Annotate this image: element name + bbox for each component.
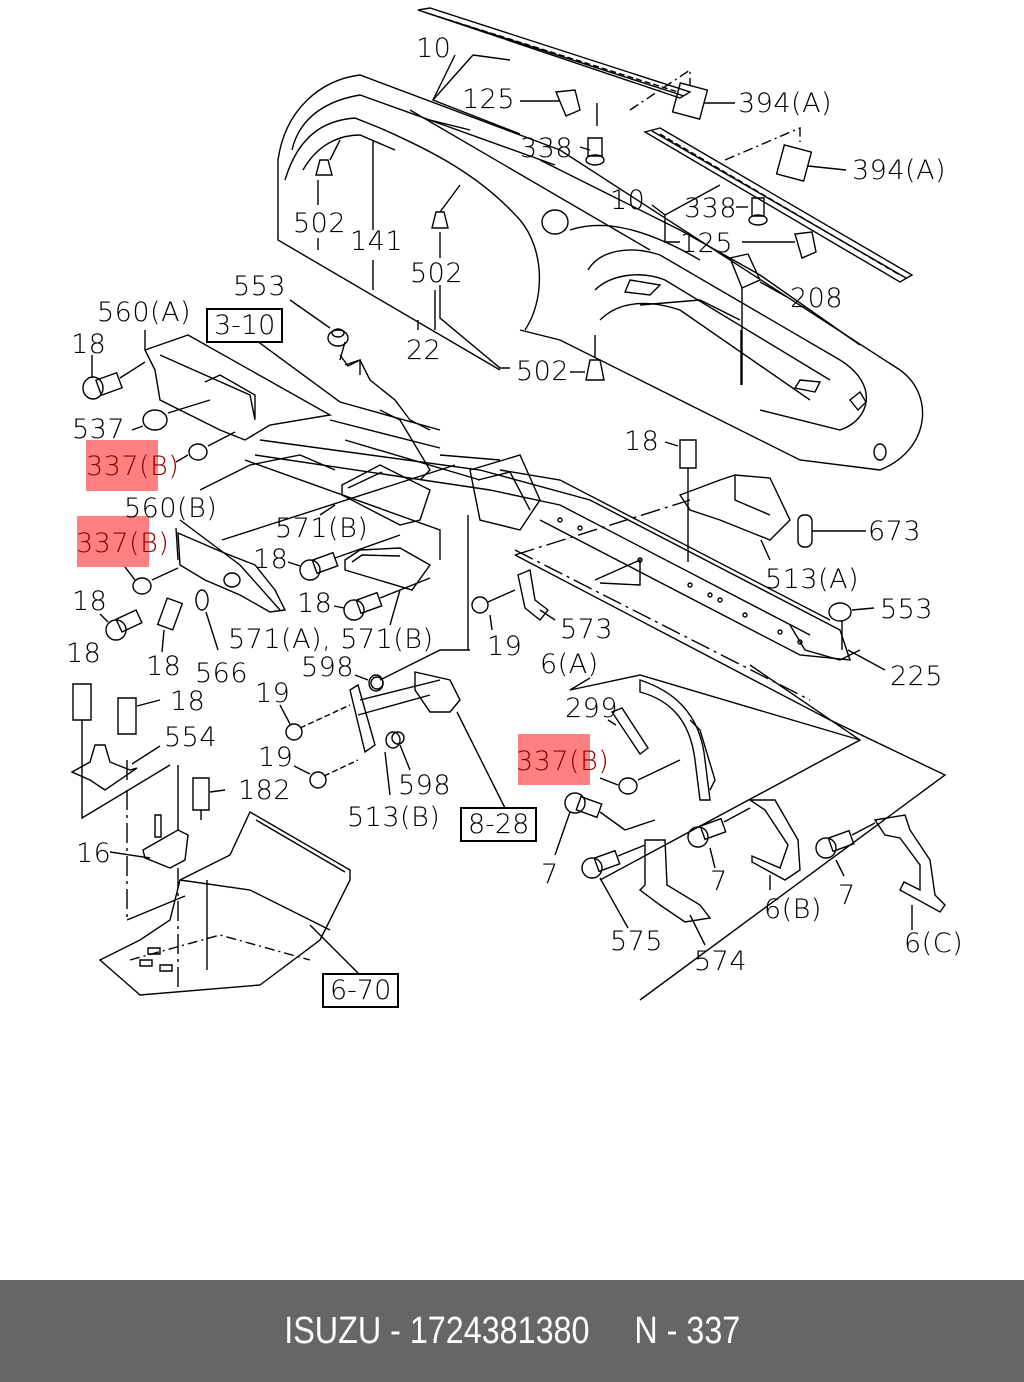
callout-19-a[interactable]: 19 bbox=[487, 631, 523, 662]
callout-18-h[interactable]: 18 bbox=[170, 686, 206, 717]
bracket-6b bbox=[750, 800, 800, 880]
callout-6c[interactable]: 6(C) bbox=[904, 928, 964, 959]
callout-502-mid[interactable]: 502 bbox=[410, 258, 464, 289]
callout-7-a[interactable]: 7 bbox=[541, 859, 559, 890]
callout-18-b[interactable]: 18 bbox=[253, 544, 289, 575]
nut-553-upper bbox=[328, 329, 348, 346]
callout-571b-upper[interactable]: 571(B) bbox=[275, 513, 369, 544]
callout-18-c[interactable]: 18 bbox=[297, 588, 333, 619]
ref-box-6-70[interactable]: 6-70 bbox=[322, 973, 400, 1008]
ref-box-8-28[interactable]: 8-28 bbox=[460, 807, 538, 842]
bracket-554 bbox=[72, 745, 137, 790]
callout-299[interactable]: 299 bbox=[565, 693, 619, 724]
highlight-337b-1 bbox=[86, 440, 158, 491]
callout-502-right[interactable]: 502 bbox=[516, 356, 570, 387]
bracket-560a bbox=[145, 330, 330, 440]
clip-394a-upper bbox=[673, 83, 735, 119]
callout-18-f[interactable]: 18 bbox=[624, 426, 660, 457]
bracket-16 bbox=[143, 815, 188, 868]
callout-19-c[interactable]: 19 bbox=[258, 742, 294, 773]
callout-182[interactable]: 182 bbox=[238, 775, 292, 806]
callout-574[interactable]: 574 bbox=[694, 946, 748, 977]
ref-box-3-10[interactable]: 3-10 bbox=[206, 308, 284, 343]
bracket-560b bbox=[178, 533, 285, 612]
bracket-571a bbox=[345, 548, 430, 590]
callout-141[interactable]: 141 bbox=[350, 226, 404, 257]
callout-502-left[interactable]: 502 bbox=[293, 208, 347, 239]
callout-338-lower[interactable]: 338 bbox=[684, 193, 738, 224]
part-number-banner: ISUZU - 1724381380 N - 337 bbox=[0, 1280, 1024, 1382]
callout-18-d[interactable]: 18 bbox=[72, 586, 108, 617]
callout-18-a[interactable]: 18 bbox=[71, 329, 107, 360]
callout-16[interactable]: 16 bbox=[76, 838, 112, 869]
callout-537[interactable]: 537 bbox=[72, 414, 126, 445]
floor-tunnel-6-70 bbox=[100, 812, 350, 995]
callout-394a-upper[interactable]: 394(A) bbox=[738, 88, 833, 119]
callout-554[interactable]: 554 bbox=[164, 722, 218, 753]
callout-673[interactable]: 673 bbox=[868, 516, 922, 547]
callout-598-lower[interactable]: 598 bbox=[398, 770, 452, 801]
clip-394a-lower bbox=[777, 145, 846, 181]
callout-6b[interactable]: 6(B) bbox=[764, 894, 822, 925]
callout-571a-571b[interactable]: 571(A), 571(B) bbox=[228, 624, 434, 655]
bracket-8-28 bbox=[350, 672, 460, 752]
callout-338-upper[interactable]: 338 bbox=[520, 133, 574, 164]
bracket-6c bbox=[875, 815, 945, 912]
callout-553-lower[interactable]: 553 bbox=[880, 594, 934, 625]
callout-18-g[interactable]: 18 bbox=[66, 638, 102, 669]
callout-553-upper[interactable]: 553 bbox=[233, 271, 287, 302]
callout-19-b[interactable]: 19 bbox=[255, 678, 291, 709]
instrument-panel bbox=[278, 75, 923, 470]
callout-125-lower[interactable]: 125 bbox=[680, 228, 734, 259]
callout-208[interactable]: 208 bbox=[790, 283, 844, 314]
bracket-571b-upper bbox=[342, 465, 430, 525]
callout-125-upper[interactable]: 125 bbox=[462, 84, 516, 115]
callout-337b-3[interactable]: 337(B) bbox=[516, 746, 610, 777]
bracket-574 bbox=[640, 840, 710, 922]
callout-337b-2[interactable]: 337(B) bbox=[76, 528, 170, 559]
callout-566[interactable]: 566 bbox=[195, 658, 249, 689]
highlight-337b-2 bbox=[77, 516, 149, 567]
callout-560b[interactable]: 560(B) bbox=[124, 493, 218, 524]
callout-394a-lower[interactable]: 394(A) bbox=[852, 155, 947, 186]
callout-7-c[interactable]: 7 bbox=[838, 880, 856, 911]
callout-575[interactable]: 575 bbox=[610, 926, 664, 957]
highlight-337b-3 bbox=[518, 734, 590, 785]
callout-513a[interactable]: 513(A) bbox=[765, 564, 860, 595]
callout-10-lower[interactable]: 10 bbox=[610, 185, 646, 216]
callout-7-b[interactable]: 7 bbox=[710, 866, 728, 897]
bracket-513a bbox=[680, 475, 790, 540]
callout-337b-1[interactable]: 337(B) bbox=[86, 451, 180, 482]
callout-598-upper[interactable]: 598 bbox=[301, 652, 355, 683]
callout-573[interactable]: 573 bbox=[560, 614, 614, 645]
callout-560a[interactable]: 560(A) bbox=[97, 297, 192, 328]
reinforcement-beam bbox=[255, 420, 860, 700]
callout-513b[interactable]: 513(B) bbox=[347, 802, 441, 833]
bolt-18-left bbox=[83, 373, 122, 399]
defroster-grille-right bbox=[645, 128, 912, 282]
parts-diagram-drawing bbox=[0, 0, 1024, 1280]
callout-22[interactable]: 22 bbox=[406, 335, 442, 366]
defroster-grille-left bbox=[418, 8, 690, 98]
callout-18-e[interactable]: 18 bbox=[146, 651, 182, 682]
banner-text: ISUZU - 1724381380 N - 337 bbox=[283, 1309, 741, 1352]
callout-6a[interactable]: 6(A) bbox=[540, 649, 599, 680]
callout-225[interactable]: 225 bbox=[890, 661, 944, 692]
callout-10-upper[interactable]: 10 bbox=[416, 33, 452, 64]
bracket-6a bbox=[640, 680, 715, 800]
